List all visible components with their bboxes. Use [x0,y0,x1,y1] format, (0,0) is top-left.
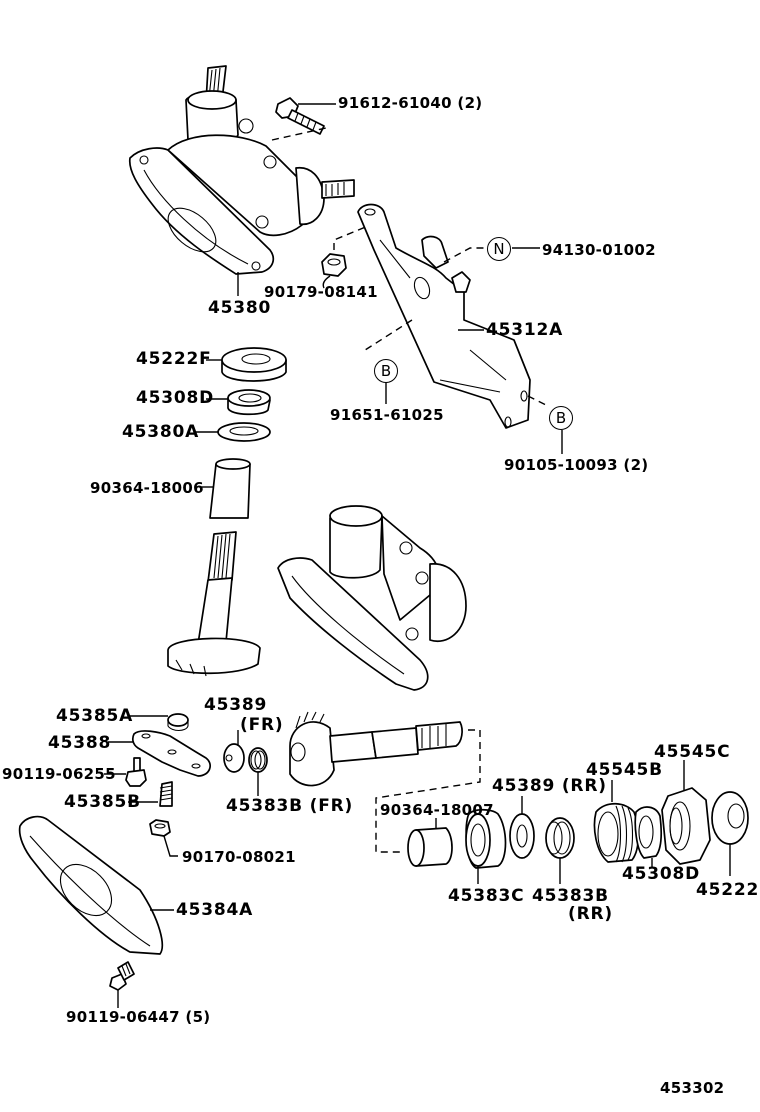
part-bolt-90119-06255[interactable] [125,757,147,787]
label-90119-06255[interactable]: 90119-06255 [2,765,116,783]
label-90105-10093[interactable]: 90105-10093 (2) [504,456,649,474]
label-45222E[interactable]: 45222E [696,880,760,900]
label-90179-08141[interactable]: 90179-08141 [264,283,378,301]
part-bolt-91612-61040[interactable] [275,97,325,135]
part-90364-18006-bushing[interactable] [209,458,251,519]
part-45383C-bearing[interactable] [465,808,507,869]
label-45389-fr-sub: (FR) [240,715,284,735]
callout-b-left-icon: B [374,359,398,383]
label-45380A[interactable]: 45380A [122,422,200,442]
callout-n-icon: N [487,237,511,261]
part-45222F-seal[interactable] [221,347,287,382]
label-45383B-rr[interactable]: 45383B [532,886,609,906]
label-91612-61040[interactable]: 91612-61040 (2) [338,94,483,112]
label-45380[interactable]: 45380 [208,298,272,318]
part-45380A-washer[interactable] [217,422,271,442]
callout-b-right-icon: B [549,406,573,430]
label-45383B-fr[interactable]: 45383B (FR) [226,796,354,816]
part-45308D-rr-bearing[interactable] [634,806,663,859]
label-45312A[interactable]: 45312A [486,320,564,340]
label-45383B-rr-sub: (RR) [568,904,613,924]
label-45545C[interactable]: 45545C [654,742,731,762]
part-45222E-seal[interactable] [711,791,749,845]
part-90364-18007-bushing[interactable] [407,827,453,867]
label-90119-06447[interactable]: 90119-06447 (5) [66,1008,211,1026]
label-90364-18007[interactable]: 90364-18007 [380,801,494,819]
part-sector-shaft[interactable] [167,531,261,677]
part-nut-90179-08141[interactable] [321,253,347,277]
figure-number: 453302 [660,1079,725,1097]
part-45545B-sleeve[interactable] [593,802,640,863]
label-45389-rr[interactable]: 45389 (RR) [492,776,607,796]
part-pinion-shaft[interactable] [289,711,463,787]
label-45308D-rr[interactable]: 45308D [622,864,701,884]
label-90364-18006[interactable]: 90364-18006 [90,479,204,497]
part-45383B-fr-spacer[interactable] [248,747,268,773]
label-45222F[interactable]: 45222F [136,349,212,369]
part-45380-gear-housing[interactable] [128,65,355,275]
part-45385B-spring[interactable] [159,781,173,807]
label-90170-08021[interactable]: 90170-08021 [182,848,296,866]
part-nut-90170-08021[interactable] [149,819,171,837]
label-45545B[interactable]: 45545B [586,760,663,780]
part-45384A-cover[interactable] [18,815,164,955]
label-94130-01002[interactable]: 94130-01002 [542,241,656,259]
label-91651-61025[interactable]: 91651-61025 [330,406,444,424]
part-bolt-90119-06447[interactable] [109,961,135,991]
label-45385A[interactable]: 45385A [56,706,134,726]
part-45389-rr-shim[interactable] [509,813,535,859]
part-45385A-plug[interactable] [167,713,189,732]
part-45545C-locknut[interactable] [661,787,711,865]
part-gear-housing-body[interactable] [277,505,467,691]
part-45389-fr-shim[interactable] [223,743,245,773]
label-45389-fr[interactable]: 45389 [204,695,268,715]
label-45384A[interactable]: 45384A [176,900,254,920]
part-45308D-bearing-top[interactable] [227,389,271,416]
label-45383C[interactable]: 45383C [448,886,525,906]
label-45388[interactable]: 45388 [48,733,112,753]
part-45312A-bracket[interactable] [357,203,531,429]
part-45388-plate[interactable] [131,730,211,777]
part-45383B-rr-spacer[interactable] [545,817,575,859]
label-45385B[interactable]: 45385B [64,792,141,812]
label-45308D-top[interactable]: 45308D [136,388,215,408]
